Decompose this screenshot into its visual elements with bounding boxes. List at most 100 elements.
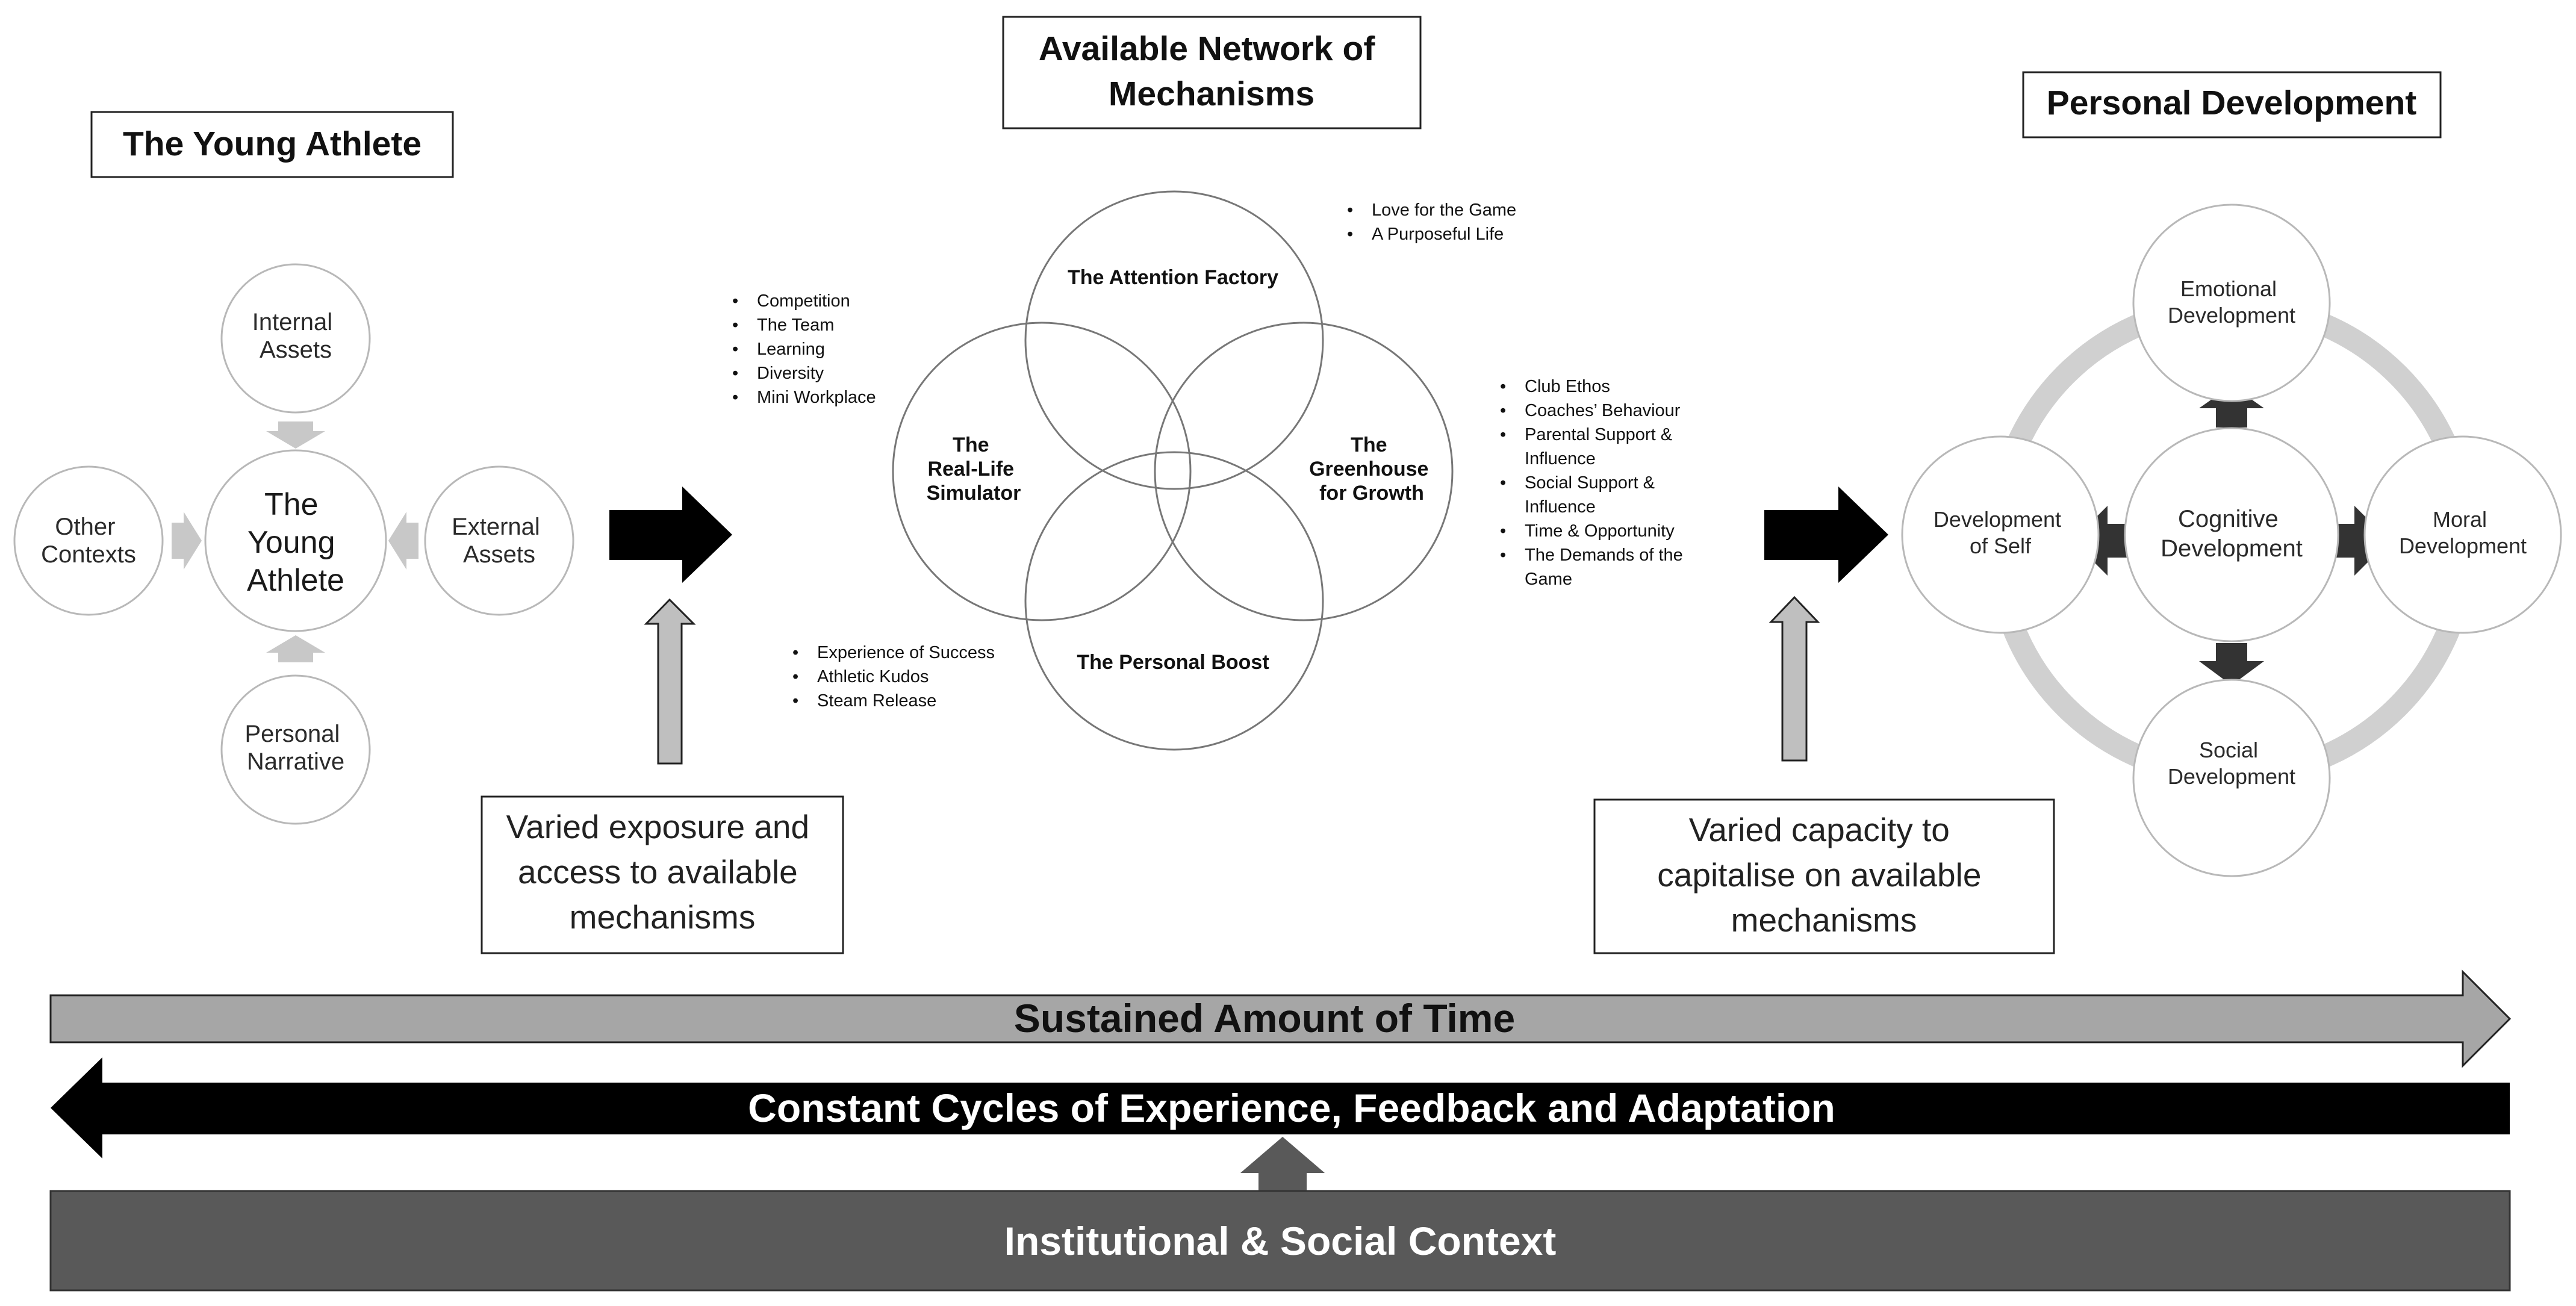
personal-boost-label: The Personal Boost bbox=[1077, 651, 1269, 674]
svg-text:•: • bbox=[792, 643, 798, 662]
personal-development-cluster: Emotional Development Social Development… bbox=[1901, 204, 2562, 877]
list-item: Diversity bbox=[757, 364, 824, 383]
time-band: Sustained Amount of Time bbox=[49, 969, 2512, 1068]
arrow-to-moral bbox=[2335, 506, 2389, 576]
svg-text:•: • bbox=[1500, 546, 1506, 565]
real-life-simulator-label: The Real-Life Simulator bbox=[927, 434, 1021, 505]
cognitive-development-label: Cognitive Development bbox=[2161, 506, 2303, 562]
svg-text:•: • bbox=[732, 340, 738, 359]
external-assets-circle bbox=[424, 465, 574, 616]
flow-arrow-to-mechanisms bbox=[609, 487, 732, 583]
list-item: Learning bbox=[757, 340, 825, 359]
other-contexts-label: Other Contexts bbox=[41, 514, 136, 568]
personal-narrative-circle bbox=[220, 674, 371, 825]
internal-assets-circle bbox=[220, 263, 371, 414]
moral-development-label: Moral Development bbox=[2399, 507, 2527, 558]
greenhouse-list: • Club Ethos • Coaches’ Behaviour • Parenta… bbox=[1500, 377, 1683, 589]
arrow-to-social bbox=[2199, 643, 2264, 685]
svg-text:•: • bbox=[792, 691, 798, 711]
list-item: Influence bbox=[1525, 449, 1596, 468]
flow-arrow-to-development bbox=[1764, 487, 1888, 583]
simulator-list: • Competition • The Team • Learning • Divers… bbox=[732, 291, 876, 407]
young-athlete-center-label: The Young Athlete bbox=[247, 487, 344, 598]
capacity-note-box: Varied capacity to capitalise on availab… bbox=[1593, 798, 2055, 954]
list-item: Club Ethos bbox=[1525, 377, 1610, 396]
cognitive-development-circle bbox=[2124, 427, 2339, 642]
capacity-up-arrow bbox=[1769, 595, 1820, 762]
list-item: Coaches’ Behaviour bbox=[1525, 401, 1681, 420]
greenhouse-circle bbox=[1154, 322, 1454, 621]
personal-development-title: Personal Development bbox=[2047, 84, 2417, 122]
exposure-note: Varied exposure and access to available … bbox=[506, 808, 819, 936]
context-band-label: Institutional & Social Context bbox=[1004, 1219, 1557, 1263]
internal-assets-arrow bbox=[266, 421, 325, 449]
svg-text:•: • bbox=[732, 364, 738, 383]
svg-text:•: • bbox=[732, 316, 738, 335]
attention-factory-label: The Attention Factory bbox=[1068, 266, 1278, 289]
time-band-label: Sustained Amount of Time bbox=[1014, 996, 1515, 1040]
list-item: Game bbox=[1525, 570, 1572, 589]
svg-text:•: • bbox=[732, 388, 738, 407]
development-of-self-circle bbox=[1901, 435, 2100, 634]
arrow-to-self bbox=[2073, 506, 2127, 576]
internal-assets-label: Internal Assets bbox=[252, 309, 340, 363]
list-item: Influence bbox=[1525, 497, 1596, 517]
svg-text:•: • bbox=[732, 291, 738, 311]
personal-narrative-arrow bbox=[266, 635, 325, 662]
emotional-development-circle bbox=[2132, 204, 2331, 402]
svg-text:•: • bbox=[1500, 473, 1506, 493]
other-contexts-arrow bbox=[172, 512, 202, 570]
young-athlete-cluster: Internal Assets Personal Narrative Other… bbox=[13, 263, 574, 825]
list-item: Competition bbox=[757, 291, 850, 311]
svg-text:•: • bbox=[1500, 425, 1506, 444]
capacity-note: Varied capacity to capitalise on availab… bbox=[1657, 811, 1990, 939]
list-item: A Purposeful Life bbox=[1372, 225, 1504, 244]
exposure-up-arrow bbox=[644, 598, 696, 765]
cycles-band: Constant Cycles of Experience, Feedback … bbox=[51, 1057, 2510, 1158]
mechanisms-title-box: Available Network of Mechanisms bbox=[1002, 16, 1422, 129]
list-item: Time & Opportunity bbox=[1525, 521, 1675, 541]
personal-boost-circle bbox=[1024, 451, 1324, 751]
personal-development-title-box: Personal Development bbox=[2022, 71, 2442, 138]
external-assets-label: External Assets bbox=[452, 514, 547, 568]
svg-text:•: • bbox=[1347, 225, 1353, 244]
mechanisms-venn: The Attention Factory The Real-Life Simu… bbox=[892, 190, 1454, 751]
mechanisms-title: Available Network of Mechanisms bbox=[1039, 30, 1384, 113]
attention-factory-list: • Love for the Game • A Purposeful Life bbox=[1347, 201, 1516, 244]
arrow-to-emotional bbox=[2199, 385, 2264, 428]
list-item: Parental Support & bbox=[1525, 425, 1672, 444]
greenhouse-label: The Greenhouse for Growth bbox=[1309, 434, 1434, 505]
social-development-label: Social Development bbox=[2168, 738, 2295, 789]
list-item: Social Support & bbox=[1525, 473, 1655, 493]
exposure-note-box: Varied exposure and access to available … bbox=[481, 795, 844, 954]
personal-boost-list: • Experience of Success • Athletic Kudos •… bbox=[792, 643, 995, 711]
context-up-arrow bbox=[1240, 1137, 1325, 1192]
svg-text:•: • bbox=[792, 667, 798, 686]
context-band: Institutional & Social Context bbox=[49, 1190, 2511, 1292]
svg-text:•: • bbox=[1500, 377, 1506, 396]
list-item: Steam Release bbox=[817, 691, 936, 711]
young-athlete-title: The Young Athlete bbox=[123, 125, 422, 163]
list-item: Athletic Kudos bbox=[817, 667, 929, 686]
list-item: Love for the Game bbox=[1372, 201, 1516, 220]
attention-factory-circle bbox=[1024, 190, 1324, 490]
development-of-self-label: Development of Self bbox=[1934, 507, 2067, 558]
personal-narrative-label: Personal Narrative bbox=[245, 721, 347, 775]
svg-text:•: • bbox=[1347, 201, 1353, 220]
external-assets-arrow bbox=[388, 512, 418, 570]
emotional-development-label: Emotional Development bbox=[2168, 276, 2295, 328]
cycles-band-label: Constant Cycles of Experience, Feedback … bbox=[748, 1086, 1835, 1130]
svg-text:•: • bbox=[1500, 401, 1506, 420]
other-contexts-circle bbox=[13, 465, 164, 616]
list-item: The Team bbox=[757, 316, 834, 335]
social-development-circle bbox=[2132, 679, 2331, 877]
young-athlete-center-circle bbox=[204, 449, 387, 632]
young-athlete-title-box: The Young Athlete bbox=[90, 111, 454, 178]
list-item: Experience of Success bbox=[817, 643, 995, 662]
moral-development-circle bbox=[2363, 435, 2562, 634]
list-item: The Demands of the bbox=[1525, 546, 1683, 565]
list-item: Mini Workplace bbox=[757, 388, 876, 407]
svg-text:•: • bbox=[1500, 521, 1506, 541]
real-life-simulator-circle bbox=[892, 322, 1192, 621]
